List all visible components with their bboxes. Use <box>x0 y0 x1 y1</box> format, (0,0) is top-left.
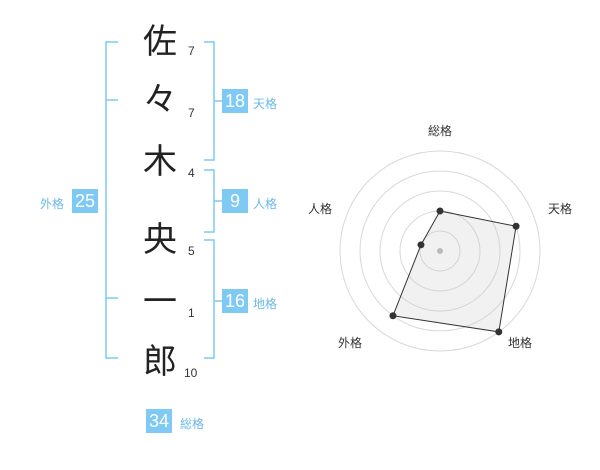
radar-ring-5 <box>339 150 541 352</box>
radar-axis-label-4: 人格 <box>308 202 333 216</box>
chikaku-badge: 16 <box>222 289 249 313</box>
gaikaku-badge: 25 <box>72 189 99 213</box>
stroke-count-2: 7 <box>188 106 195 120</box>
name-char-2: 々 <box>143 80 177 120</box>
radar-point-1 <box>512 222 520 230</box>
gaikaku-label: 外格 <box>40 197 65 211</box>
gaikaku-bracket <box>105 41 118 359</box>
name-char-1: 佐 <box>143 22 177 62</box>
chikaku-label: 地格 <box>253 297 278 311</box>
radar-ring-3 <box>379 190 501 312</box>
radar-point-2 <box>495 328 503 336</box>
radar-point-3 <box>389 312 397 320</box>
radar-point-0 <box>436 207 444 215</box>
radar-axis-label-0: 総格 <box>428 124 453 138</box>
radar-axis-label-3: 外格 <box>338 336 363 350</box>
radar-polygon <box>392 210 517 333</box>
stroke-count-6: 10 <box>184 366 198 380</box>
jinkaku-label: 人格 <box>253 197 278 211</box>
radar-point-4 <box>417 241 425 249</box>
jinkaku-badge: 9 <box>222 189 248 213</box>
radar-axis-label-2: 地格 <box>508 336 533 350</box>
soukaku-label: 総格 <box>180 417 205 431</box>
radar-ring-1 <box>419 230 461 272</box>
name-char-4: 央 <box>143 220 177 260</box>
name-char-5: 一 <box>143 282 177 322</box>
name-char-3: 木 <box>143 142 177 182</box>
soukaku-badge: 34 <box>146 409 173 433</box>
tenkaku-badge: 18 <box>222 89 249 113</box>
chikaku-bracket <box>204 239 215 359</box>
stroke-count-4: 5 <box>188 244 195 258</box>
stroke-count-5: 1 <box>188 306 195 320</box>
tenkaku-label: 天格 <box>253 97 278 111</box>
radar-ring-4 <box>359 170 521 332</box>
radar-axis-label-1: 天格 <box>548 202 573 216</box>
stroke-count-1: 7 <box>188 44 195 58</box>
stroke-count-3: 4 <box>188 166 195 180</box>
name-char-6: 郎 <box>143 342 177 382</box>
radar-center <box>437 248 443 254</box>
